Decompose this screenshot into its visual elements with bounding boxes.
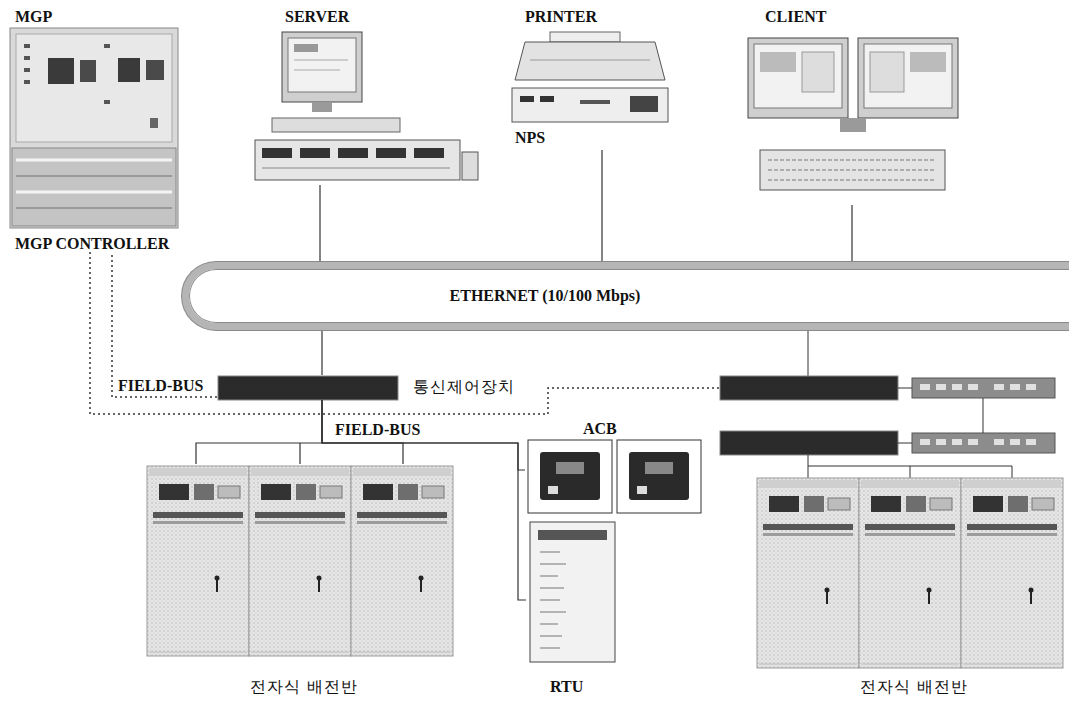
- node-label: RTU: [550, 678, 583, 696]
- bus-connector: [601, 150, 602, 262]
- bus-connector: [851, 205, 852, 262]
- text-slot: SERVER: [285, 8, 349, 26]
- bus-connector: [322, 400, 525, 470]
- panel-illustration: [961, 478, 1063, 668]
- node-label: 통신제어장치: [413, 378, 515, 396]
- mgp-panel: [10, 28, 178, 228]
- node-label: ETHERNET (10/100 Mbps): [450, 287, 641, 305]
- text-slot: RTU: [550, 678, 583, 696]
- printer: [512, 32, 668, 122]
- acb-breaker: [528, 440, 701, 513]
- panel-illustration: [147, 466, 249, 656]
- node-label: MGP: [15, 8, 52, 26]
- node-label: PRINTER: [525, 8, 597, 26]
- panel-illustration: [249, 466, 351, 656]
- mgp-node: MGP MGP CONTROLLER: [8, 5, 240, 255]
- node-label: ACB: [583, 420, 617, 438]
- panel-node: 전자식 배전반: [752, 476, 1065, 698]
- acb-node: ACB: [525, 418, 705, 515]
- printer-node: PRINTER NPS: [505, 5, 675, 150]
- ethernet-bus: ETHERNET (10/100 Mbps): [182, 262, 1069, 330]
- node-sublabel: NPS: [515, 129, 545, 147]
- rtu-device: [530, 522, 615, 662]
- node-label: 전자식 배전반: [250, 678, 358, 696]
- bus-connector: [321, 330, 322, 375]
- text-slot: ETHERNET (10/100 Mbps): [450, 287, 641, 305]
- text-slot: CLIENT: [765, 8, 826, 26]
- bus-connector: [322, 400, 526, 600]
- text-slot: MGP: [15, 8, 52, 26]
- controller-box: [218, 376, 398, 400]
- controller-group: [720, 330, 1055, 478]
- bus-connector: [319, 185, 320, 262]
- text-slot: PRINTER: [525, 8, 597, 26]
- node-label: 전자식 배전반: [860, 678, 968, 696]
- server-node: SERVER: [248, 5, 480, 185]
- text-slot: 전자식 배전반: [860, 678, 968, 696]
- node-label: CLIENT: [765, 8, 826, 26]
- comm-controller: 통신제어장치: [218, 375, 548, 400]
- client-node: CLIENT: [730, 5, 965, 205]
- bus-label: FIELD-BUS: [335, 421, 420, 439]
- panel-illustration: [859, 478, 961, 668]
- node-label: SERVER: [285, 8, 349, 26]
- client-computer: [748, 38, 958, 190]
- text-slot: ACB: [583, 420, 617, 438]
- server-computer: [255, 32, 478, 180]
- panel-node: 전자식 배전반: [142, 464, 460, 698]
- text-slot: 통신제어장치: [413, 378, 515, 396]
- text-slot: FIELD-BUS: [335, 421, 420, 439]
- text-slot: FIELD-BUS: [118, 377, 203, 395]
- text-slot: NPS: [515, 129, 545, 147]
- text-slot: MGP CONTROLLER: [15, 235, 169, 253]
- panel-illustration: [351, 466, 453, 656]
- panel-illustration: [757, 478, 859, 668]
- edge-label: FIELD-BUS: [118, 377, 203, 395]
- rtu-node: RTU: [526, 518, 620, 698]
- text-slot: 전자식 배전반: [250, 678, 358, 696]
- node-sublabel: MGP CONTROLLER: [15, 235, 169, 253]
